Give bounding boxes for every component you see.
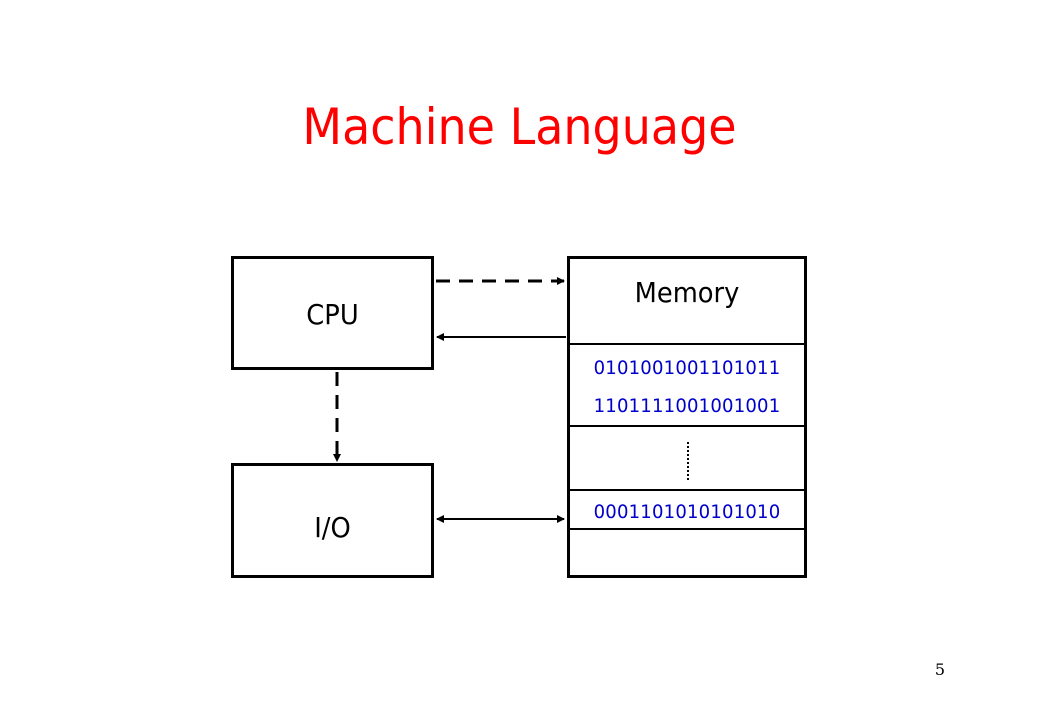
memory-label: Memory xyxy=(634,276,740,309)
memory-cell-divider xyxy=(570,425,804,427)
memory-word-1: 0101001001101011 xyxy=(593,357,781,379)
memory-cell-divider xyxy=(570,343,804,345)
page-number: 5 xyxy=(934,660,946,679)
memory-word-2: 1101111001001001 xyxy=(593,395,781,417)
cpu-box: CPU xyxy=(231,256,434,370)
io-label: I/O xyxy=(314,511,351,544)
memory-box: Memory 0101001001101011 1101111001001001… xyxy=(567,256,807,578)
memory-cell-divider xyxy=(570,528,804,530)
memory-cell-divider xyxy=(570,489,804,491)
io-box: I/O xyxy=(231,463,434,578)
cpu-label: CPU xyxy=(306,298,359,331)
memory-word-3: 0001101010101010 xyxy=(593,501,781,523)
slide-title: Machine Language xyxy=(302,98,737,156)
